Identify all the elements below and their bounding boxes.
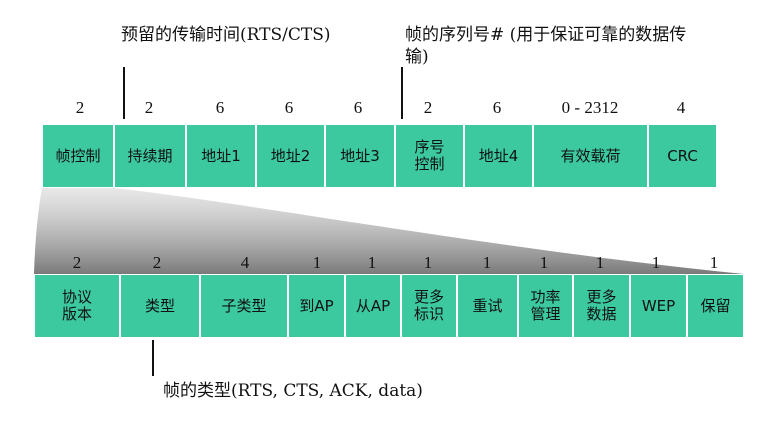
frame-field: 序号 控制 [395, 124, 464, 188]
sequence-note: 帧的序列号# (用于保证可靠的数据传输) [405, 25, 687, 67]
control-field: 协议 版本 [34, 274, 120, 338]
control-size: 4 [240, 253, 250, 272]
frame-size: 6 [215, 98, 225, 117]
control-field: 功率 管理 [518, 274, 573, 338]
duration-note: 预留的传输时间(RTS/CTS) [121, 25, 331, 45]
frame-field: 地址1 [186, 124, 256, 188]
frame-size: 6 [492, 98, 502, 117]
sequence-pointer [401, 67, 403, 119]
frame-field: 有效载荷 [533, 124, 648, 188]
frame-field: CRC [648, 124, 717, 188]
frame-size: 6 [284, 98, 294, 117]
frame-field: 地址4 [464, 124, 533, 188]
control-size: 1 [367, 253, 377, 272]
control-size: 1 [651, 253, 661, 272]
control-size: 1 [482, 253, 492, 272]
control-field: 类型 [120, 274, 200, 338]
control-field: 从AP [345, 274, 401, 338]
frame-size: 0 - 2312 [561, 98, 619, 117]
frame-field: 地址3 [325, 124, 395, 188]
control-size: 2 [72, 253, 82, 272]
duration-pointer [123, 67, 125, 119]
control-size: 1 [539, 253, 549, 272]
type-pointer [152, 340, 154, 376]
control-field: WEP [630, 274, 687, 338]
control-field: 更多 标识 [401, 274, 457, 338]
frame-field: 帧控制 [42, 124, 114, 188]
control-size: 1 [709, 253, 719, 272]
control-field: 子类型 [200, 274, 288, 338]
control-size: 2 [152, 253, 162, 272]
frame-size: 2 [75, 98, 85, 117]
frame-size: 4 [676, 98, 686, 117]
frame-size: 2 [144, 98, 154, 117]
control-field: 保留 [687, 274, 744, 338]
frame-size: 2 [423, 98, 433, 117]
frame-field: 地址2 [256, 124, 325, 188]
frame-size: 6 [353, 98, 363, 117]
control-size: 1 [595, 253, 605, 272]
control-size: 1 [312, 253, 322, 272]
control-field: 更多 数据 [573, 274, 630, 338]
control-size: 1 [423, 253, 433, 272]
frame-field: 持续期 [114, 124, 186, 188]
control-field: 重试 [457, 274, 518, 338]
control-field: 到AP [288, 274, 345, 338]
type-note: 帧的类型(RTS, CTS, ACK, data) [163, 381, 423, 401]
